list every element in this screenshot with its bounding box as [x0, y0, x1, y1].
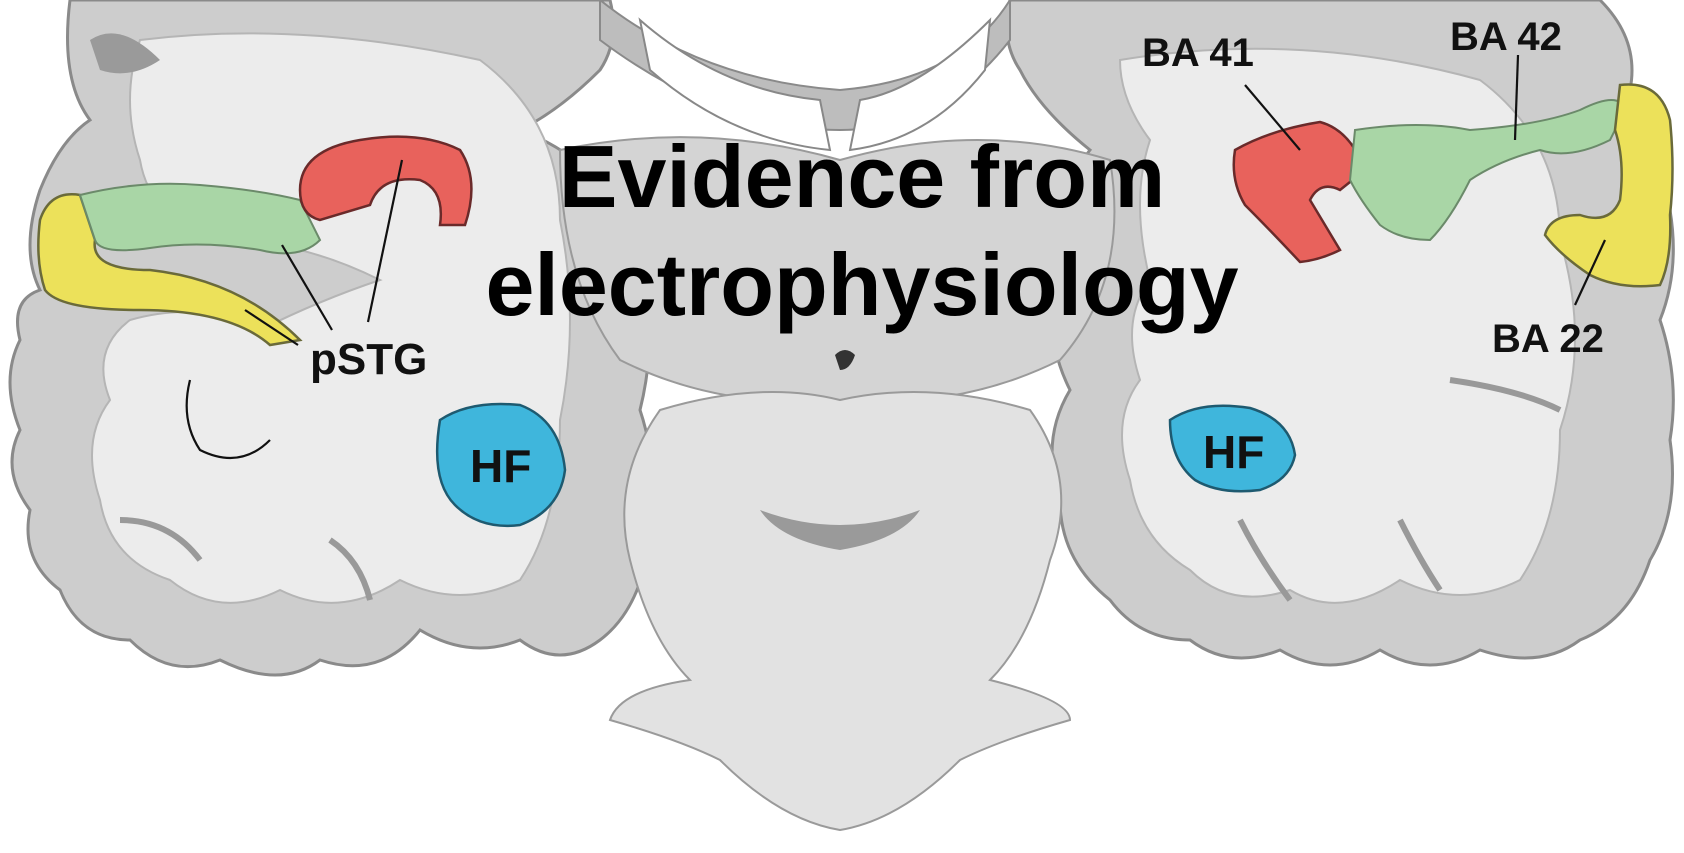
label-ba22: BA 22: [1492, 317, 1604, 361]
brainstem: [610, 392, 1070, 830]
label-right-hf: HF: [1203, 426, 1264, 478]
title-line-1: Evidence from: [559, 127, 1165, 226]
label-left-hf: HF: [470, 440, 531, 492]
label-ba41: BA 41: [1142, 31, 1254, 75]
title-line-2: electrophysiology: [485, 235, 1238, 334]
label-pstg: pSTG: [310, 335, 427, 384]
label-ba42: BA 42: [1450, 15, 1562, 59]
